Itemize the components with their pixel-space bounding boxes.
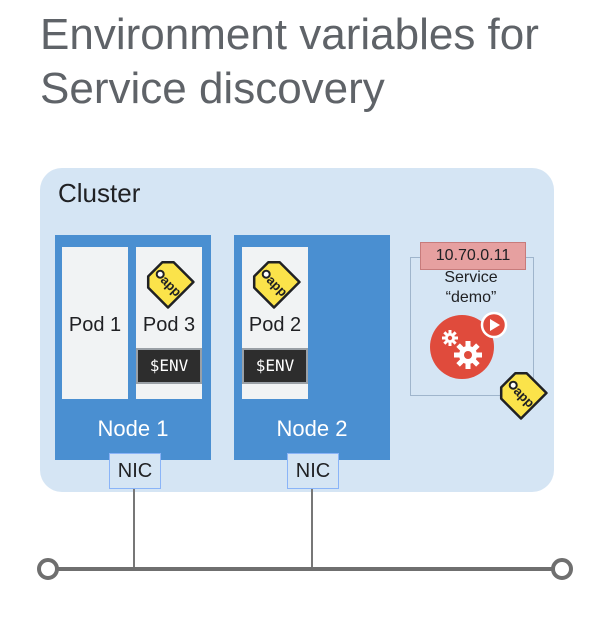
- diagram-title: Environment variables for Service discov…: [40, 10, 539, 113]
- service-gear-icon: [430, 311, 508, 379]
- app-tag-icon: app: [146, 260, 195, 309]
- bus-left-endpoint-icon: [37, 558, 59, 580]
- node-1-label: Node 1: [97, 416, 169, 441]
- service-label: Service “demo”: [444, 269, 498, 306]
- pod-1-label: Pod 1: [68, 314, 122, 336]
- pod-2-label: Pod 2: [248, 314, 302, 336]
- app-tag-icon: app: [499, 371, 548, 420]
- node-2-label: Node 2: [276, 416, 348, 441]
- pod-3-env: $ENV: [136, 348, 202, 384]
- node-1-nic: NIC: [109, 453, 161, 489]
- app-tag-icon: app: [252, 260, 301, 309]
- cluster-label: Cluster: [58, 178, 141, 208]
- service-ip-badge: 10.70.0.11: [420, 242, 526, 270]
- bus-right-endpoint-icon: [551, 558, 573, 580]
- pod-1: [62, 247, 128, 399]
- pod-3-label: Pod 3: [142, 314, 196, 336]
- node-2-nic: NIC: [287, 453, 339, 489]
- pod-2-env: $ENV: [242, 348, 308, 384]
